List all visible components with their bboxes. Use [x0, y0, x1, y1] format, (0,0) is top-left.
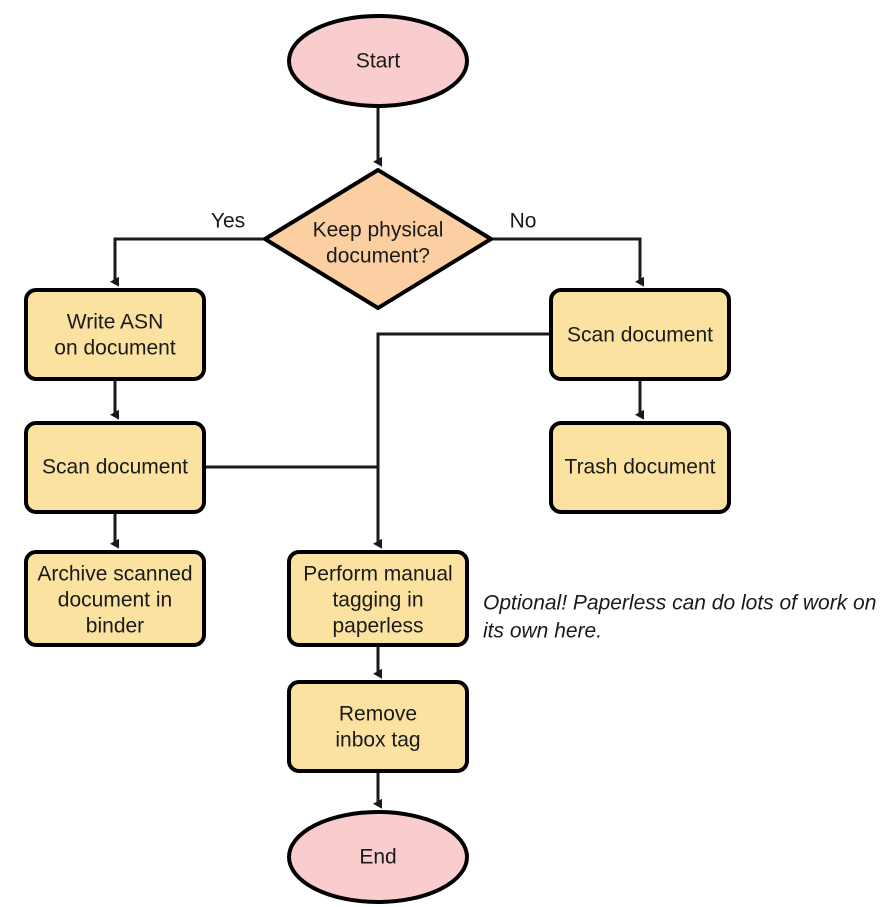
edge-label-yes: Yes: [211, 210, 245, 233]
node-decision-label-line2: document?: [326, 245, 430, 268]
annotations-layer: Optional! Paperless can do lots of work …: [483, 592, 876, 643]
node-remove-inbox-shape[interactable]: [287, 680, 469, 773]
node-archive-label-line1: Archive scanned: [37, 563, 192, 586]
node-trash-document[interactable]: Trash document: [549, 421, 731, 514]
node-tagging-label-line3: paperless: [332, 615, 423, 638]
node-tagging-label-line2: tagging in: [332, 589, 423, 612]
node-start-label: Start: [356, 50, 401, 73]
node-scan-document-right[interactable]: Scan document: [549, 288, 731, 381]
node-archive-label-line3: binder: [86, 615, 144, 638]
node-remove-inbox-label-line1: Remove: [339, 703, 417, 726]
node-trash-label: Trash document: [565, 456, 716, 479]
node-scan-document-left[interactable]: Scan document: [24, 421, 206, 514]
edge-label-no: No: [510, 210, 537, 233]
node-perform-manual-tagging[interactable]: Perform manual tagging in paperless: [287, 550, 469, 647]
node-write-asn-shape[interactable]: [24, 288, 206, 381]
node-start-shape[interactable]: [287, 14, 469, 108]
edge-decision-to-write-asn: [110, 237, 265, 287]
node-write-asn-label-line1: Write ASN: [67, 311, 163, 334]
node-start[interactable]: Start: [287, 14, 469, 108]
node-tagging-shape[interactable]: [287, 550, 469, 647]
optional-note-line1: Optional! Paperless can do lots of work …: [483, 592, 876, 615]
node-scan-document-right-shape[interactable]: [549, 288, 731, 381]
node-trash-shape[interactable]: [549, 421, 731, 514]
node-write-asn-label-line2: on document: [54, 337, 176, 360]
node-scan-document-left-label: Scan document: [42, 456, 188, 479]
node-archive-label-line2: document in: [58, 589, 172, 612]
nodes-layer: Start Keep physical document? Write ASN …: [24, 14, 731, 904]
edges-layer: [110, 106, 644, 809]
node-archive-scanned-document[interactable]: Archive scanned document in binder: [24, 550, 206, 647]
edge-labels-layer: Yes No: [211, 210, 537, 233]
node-end-label: End: [359, 846, 396, 869]
edge-decision-to-scan-right: [491, 237, 644, 287]
node-archive-shape[interactable]: [24, 550, 206, 647]
node-remove-inbox-tag[interactable]: Remove inbox tag: [287, 680, 469, 773]
node-decision-keep-physical-document[interactable]: Keep physical document?: [263, 168, 493, 310]
node-decision-label-line1: Keep physical: [313, 219, 444, 242]
node-scan-document-right-label: Scan document: [567, 324, 713, 347]
node-remove-inbox-label-line2: inbox tag: [335, 729, 420, 752]
node-scan-document-left-shape[interactable]: [24, 421, 206, 514]
node-decision-shape[interactable]: [263, 168, 493, 310]
node-end[interactable]: End: [287, 810, 469, 904]
node-write-asn-on-document[interactable]: Write ASN on document: [24, 288, 206, 381]
edge-scan-right-to-tagging: [376, 332, 551, 467]
optional-note-line2: its own here.: [483, 620, 602, 643]
node-end-shape[interactable]: [287, 810, 469, 904]
node-tagging-label-line1: Perform manual: [303, 563, 452, 586]
